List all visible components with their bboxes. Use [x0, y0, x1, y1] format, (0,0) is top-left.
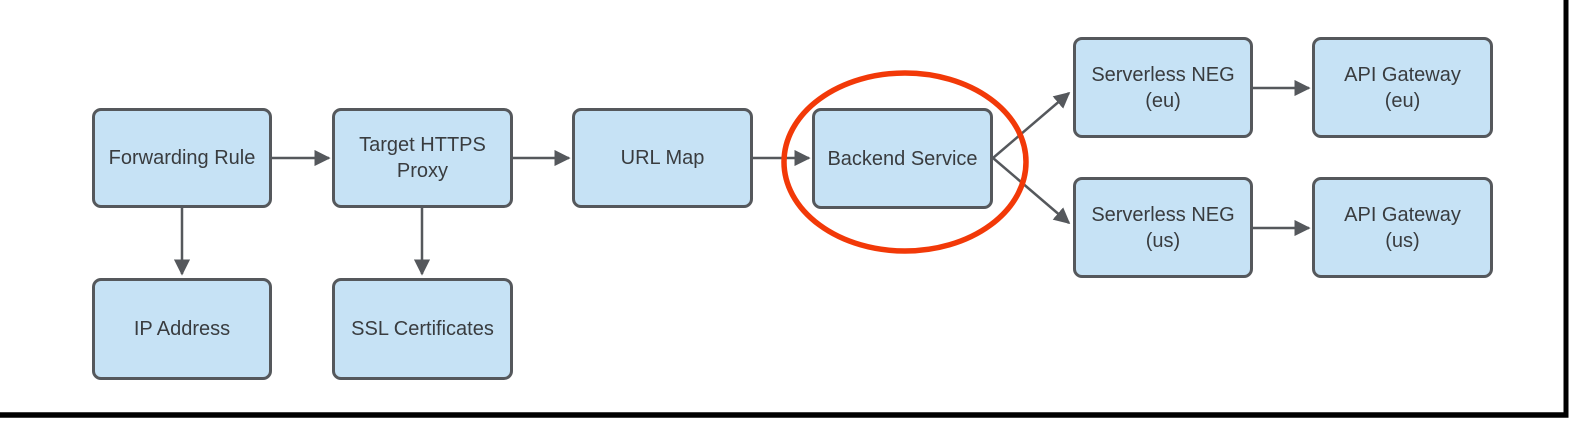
node-api-gateway-us: API Gateway (us): [1312, 177, 1493, 278]
node-api-gateway-eu: API Gateway (eu): [1312, 37, 1493, 138]
node-target-https-proxy: Target HTTPS Proxy: [332, 108, 513, 208]
node-url-map: URL Map: [572, 108, 753, 208]
node-serverless-neg-us: Serverless NEG (us): [1073, 177, 1253, 278]
node-backend-service: Backend Service: [812, 108, 993, 209]
node-serverless-neg-eu: Serverless NEG (eu): [1073, 37, 1253, 138]
node-ip-address: IP Address: [92, 278, 272, 380]
edge-backend-service-to-serverless-neg-us: [992, 157, 1071, 225]
node-forwarding-rule: Forwarding Rule: [92, 108, 272, 208]
edge-backend-service-to-serverless-neg-eu: [992, 91, 1071, 159]
node-ssl-certificates: SSL Certificates: [332, 278, 513, 380]
